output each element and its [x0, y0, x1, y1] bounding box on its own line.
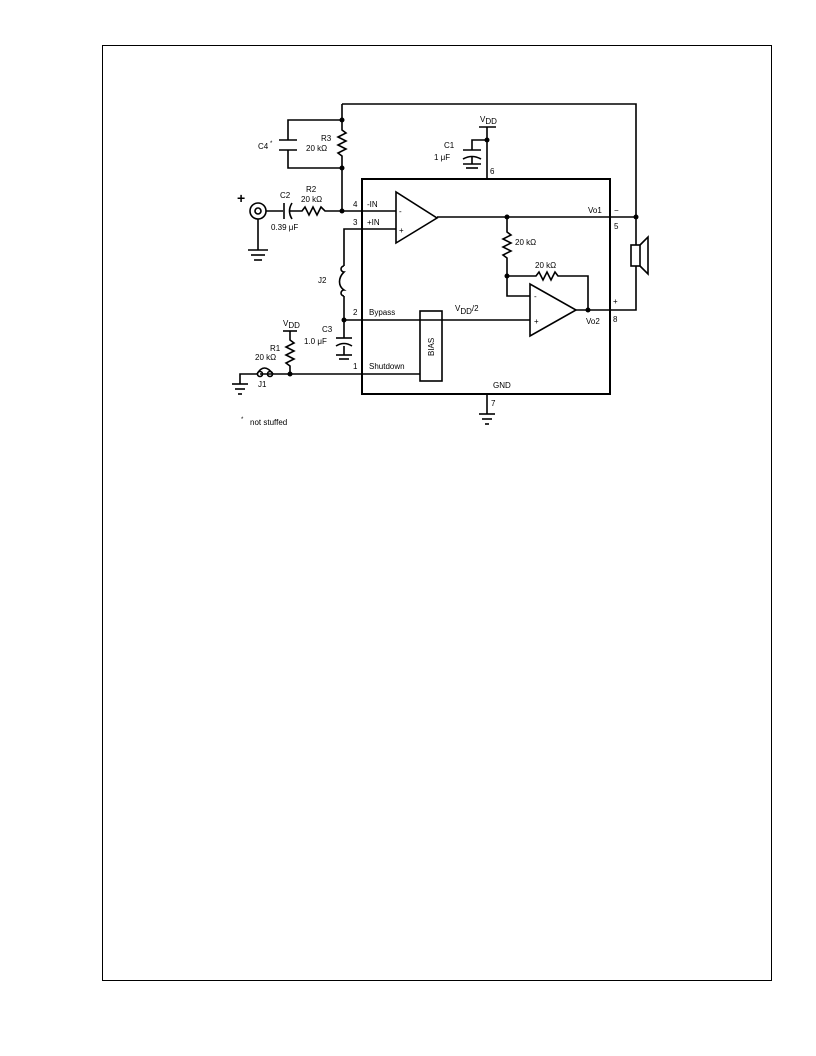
j2-jumper	[338, 265, 347, 297]
r2-resistor	[290, 205, 342, 217]
wire-top-feedback	[342, 103, 637, 217]
pin4-name: -IN	[367, 200, 378, 209]
pin2-name: Bypass	[369, 308, 395, 317]
j2-label: J2	[318, 276, 327, 285]
r1-value: 20 kΩ	[255, 353, 276, 362]
input-jack-outer	[249, 202, 267, 220]
rf-value: 20 kΩ	[535, 261, 556, 270]
r2-value: 20 kΩ	[301, 195, 322, 204]
ground-symbol-c1	[463, 163, 481, 169]
ground-symbol-c3	[336, 354, 352, 360]
pin1-name: Shutdown	[369, 362, 405, 371]
j1-jumper	[256, 367, 274, 378]
j1-label: J1	[258, 380, 267, 389]
speaker-icon	[630, 217, 649, 276]
vdd-half-label: VDD/2	[455, 304, 479, 316]
ground-symbol-input	[248, 249, 268, 261]
vo2-label: Vo2	[586, 317, 600, 326]
opamp1-minus: -	[399, 207, 402, 216]
opamp-2	[529, 282, 578, 338]
c4-capacitor	[279, 139, 297, 151]
r1-resistor	[284, 331, 296, 374]
pin7-number: 7	[491, 399, 496, 408]
r3-value: 20 kΩ	[306, 144, 327, 153]
c1-plate-b	[462, 155, 482, 160]
c4-label: C4	[258, 142, 269, 151]
rf-resistor	[507, 270, 589, 310]
bias-block	[419, 310, 443, 382]
c4-star: *	[270, 141, 273, 147]
c2-plate-b	[288, 202, 293, 220]
opamp-1	[395, 190, 439, 245]
opamp2-minus: -	[534, 292, 537, 301]
wire-c4-r3-loop	[287, 104, 343, 169]
vdd-top-label: VDD	[480, 115, 497, 126]
ground-symbol-pin7	[479, 413, 495, 425]
wire-rin-to-minus	[506, 276, 530, 297]
rin-value: 20 kΩ	[515, 238, 536, 247]
c1-ref: C1	[444, 141, 455, 150]
c2-ref: C2	[280, 191, 291, 200]
gnd-label: GND	[493, 381, 511, 390]
c3-ref: C3	[322, 325, 333, 334]
rin-resistor	[501, 217, 513, 276]
pin3-number: 3	[353, 218, 358, 227]
pin1-number: 1	[353, 362, 358, 371]
pin5-number: 5	[614, 222, 619, 231]
c2-value: 0.39 μF	[271, 223, 298, 232]
wire-pin3	[343, 228, 396, 266]
page-frame	[102, 45, 772, 981]
speaker-plus: +	[613, 297, 618, 306]
pin6-number: 6	[490, 167, 495, 176]
pin8-number: 8	[613, 315, 618, 324]
wire-vo2	[576, 266, 637, 311]
r1-vdd-label: VDD	[283, 319, 300, 330]
r2-ref: R2	[306, 185, 317, 194]
pin2-number: 2	[353, 308, 358, 317]
input-plus: +	[237, 190, 245, 206]
vo1-label: Vo1	[588, 206, 602, 215]
speaker-minus: −	[614, 206, 619, 215]
opamp1-plus: +	[399, 226, 404, 235]
ic-package	[361, 178, 611, 395]
bias-label: BIAS	[427, 338, 436, 356]
input-jack-inner	[254, 207, 262, 215]
footnote-text: not stuffed	[250, 418, 287, 427]
c3-plate-b	[335, 342, 353, 347]
c3-value: 1.0 μF	[304, 337, 327, 346]
footnote-star: *	[241, 417, 244, 423]
ground-symbol-j1	[232, 383, 248, 395]
r3-ref: R3	[321, 134, 332, 143]
pin3-name: +IN	[367, 218, 380, 227]
pin4-number: 4	[353, 200, 358, 209]
wire-vdd-pin6	[471, 127, 488, 179]
opamp2-plus: +	[534, 317, 539, 326]
r1-ref: R1	[270, 344, 281, 353]
c1-value: 1 μF	[434, 153, 450, 162]
wire-j1-ground	[239, 373, 257, 384]
r3-resistor	[336, 120, 348, 168]
